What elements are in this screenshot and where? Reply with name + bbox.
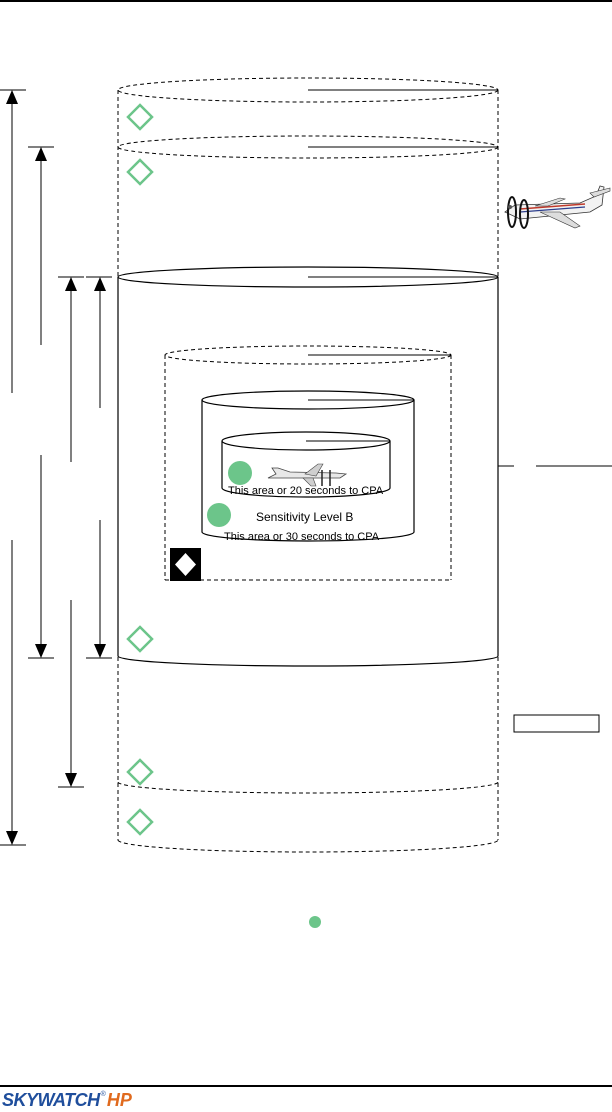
traffic-advisory-circle-icon	[207, 503, 231, 527]
middle-area-label: This area or 30 seconds to CPA	[224, 531, 380, 543]
logo-suffix: HP	[106, 1090, 132, 1110]
footer-rule	[0, 1085, 612, 1087]
other-traffic-diamond-icon	[126, 103, 154, 131]
logo-registered-mark: ®	[100, 1091, 106, 1098]
legend-advisory-circle-icon	[309, 916, 321, 928]
other-traffic-diamond-icon	[126, 808, 154, 836]
arrowheads	[6, 90, 106, 845]
logo-brand: SKYWATCH	[2, 1090, 100, 1110]
intruder-aircraft-icon	[504, 185, 611, 229]
proximate-traffic-icon	[170, 548, 201, 581]
sensitivity-zone-diagram: This area or 20 seconds to CPA Sensitivi…	[0, 77, 612, 928]
inner-area-label: This area or 20 seconds to CPA	[228, 485, 384, 497]
skywatch-hp-logo: SKYWATCH ® HP	[2, 1090, 132, 1112]
other-traffic-diamond-icon	[126, 625, 154, 653]
main-volume-cylinder	[117, 266, 499, 667]
own-aircraft-icon	[267, 463, 348, 487]
other-traffic-diamond-icon	[126, 158, 154, 186]
header-rule	[0, 0, 612, 2]
leader-lines	[306, 89, 612, 467]
traffic-advisory-circle-icon	[228, 461, 252, 485]
outer-volume-cylinder	[117, 77, 499, 853]
level-b-label: Sensitivity Level B	[256, 510, 353, 524]
dimension-arrows	[0, 89, 112, 846]
inner-dashed-volume	[164, 345, 452, 581]
right-label-box	[513, 714, 600, 733]
other-traffic-diamond-icon	[126, 758, 154, 786]
